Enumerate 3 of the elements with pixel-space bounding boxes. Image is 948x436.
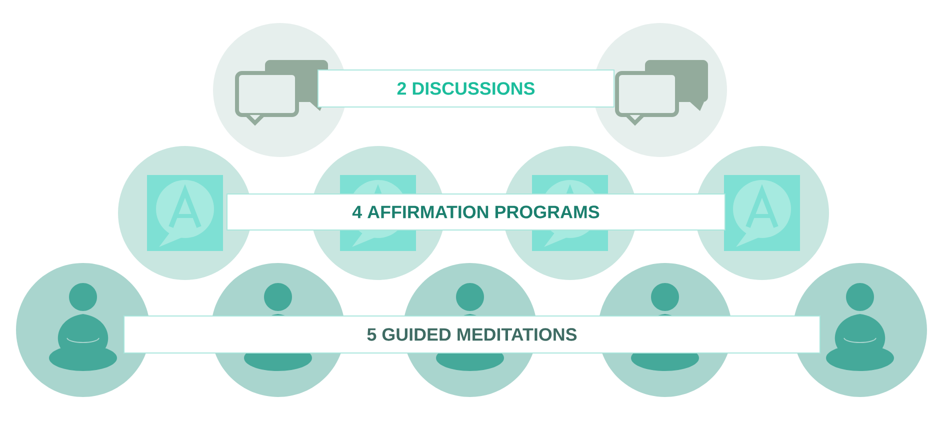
banner-box: 5 GUIDED MEDITATIONS	[124, 316, 820, 354]
banner-box: 4 AFFIRMATION PROGRAMS	[226, 194, 726, 230]
banner-box: 2 DISCUSSIONS	[318, 70, 614, 108]
